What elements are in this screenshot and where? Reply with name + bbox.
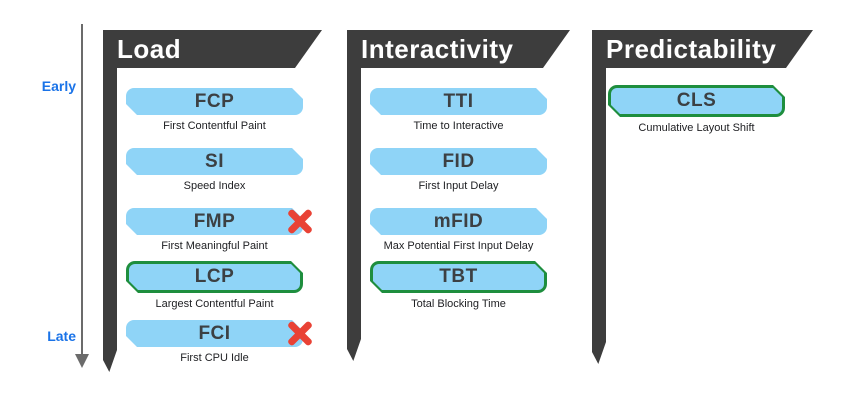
metric-caption: First Meaningful Paint: [161, 240, 268, 252]
metric-si: SI Speed Index: [126, 148, 303, 192]
metric-badge: TTI: [370, 88, 547, 115]
timeline-arrow-line: [81, 24, 83, 356]
metric-fci: FCI First CPU Idle: [126, 320, 303, 364]
metric-abbr: FCI: [198, 322, 231, 344]
column-load-title: Load: [117, 34, 182, 64]
metric-abbr: FCP: [194, 90, 235, 112]
metric-caption: Time to Interactive: [413, 120, 504, 132]
metric-caption: Largest Contentful Paint: [155, 298, 274, 310]
column-interactivity-spine: [347, 68, 361, 361]
column-predictability-header: Predictability: [592, 30, 813, 68]
metric-fcp: FCP First Contentful Paint: [126, 88, 303, 132]
timeline-late-label: Late: [47, 328, 76, 344]
metric-badge: FCI: [126, 320, 303, 347]
metric-badge: SI: [126, 148, 303, 175]
column-interactivity: Interactivity TTI Time to Interactive FI…: [347, 30, 570, 390]
metric-fmp: FMP First Meaningful Paint: [126, 208, 303, 252]
column-load-spine: [103, 68, 117, 372]
column-interactivity-title: Interactivity: [361, 34, 514, 64]
metric-badge: TBT: [373, 264, 544, 290]
timeline-early-label: Early: [41, 78, 76, 94]
metric-fid: FID First Input Delay: [370, 148, 547, 192]
metric-badge: FMP: [126, 208, 303, 235]
column-predictability-title: Predictability: [606, 34, 777, 64]
metric-badge-highlighted: TBT: [370, 261, 547, 293]
metric-caption: Total Blocking Time: [411, 298, 506, 310]
column-load: Load FCP First Contentful Paint SI Speed…: [103, 30, 322, 390]
metric-lcp: LCP Largest Contentful Paint: [126, 261, 303, 310]
timeline-arrowhead-icon: [75, 354, 89, 368]
metric-caption: First CPU Idle: [180, 352, 249, 364]
metric-abbr: mFID: [433, 210, 484, 232]
metric-badge-highlighted: LCP: [126, 261, 303, 293]
metric-caption: First Input Delay: [418, 180, 499, 192]
column-predictability: Predictability CLS Cumulative Layout Shi…: [592, 30, 813, 390]
metric-abbr: LCP: [194, 266, 235, 287]
metric-abbr: FID: [442, 150, 475, 172]
metric-caption: Speed Index: [183, 180, 246, 192]
metric-badge: LCP: [129, 264, 300, 290]
metric-abbr: FMP: [193, 210, 236, 232]
metric-badge: FID: [370, 148, 547, 175]
metric-abbr: TTI: [443, 90, 474, 112]
metric-caption: Max Potential First Input Delay: [383, 240, 534, 252]
deprecated-x-icon: [284, 317, 316, 349]
metric-mfid: mFID Max Potential First Input Delay: [370, 208, 547, 252]
deprecated-x-icon: [284, 205, 316, 237]
metric-cls: CLS Cumulative Layout Shift: [608, 85, 785, 134]
column-load-header: Load: [103, 30, 322, 68]
metric-badge: FCP: [126, 88, 303, 115]
metric-tbt: TBT Total Blocking Time: [370, 261, 547, 310]
metric-badge-highlighted: CLS: [608, 85, 785, 117]
metric-badge: mFID: [370, 208, 547, 235]
metric-caption: Cumulative Layout Shift: [638, 122, 755, 134]
metric-tti: TTI Time to Interactive: [370, 88, 547, 132]
metric-caption: First Contentful Paint: [163, 120, 266, 132]
column-interactivity-header: Interactivity: [347, 30, 570, 68]
metric-abbr: CLS: [676, 90, 717, 111]
column-predictability-spine: [592, 68, 606, 364]
metric-abbr: TBT: [439, 266, 478, 287]
metric-badge: CLS: [611, 88, 782, 114]
metric-abbr: SI: [205, 150, 224, 172]
